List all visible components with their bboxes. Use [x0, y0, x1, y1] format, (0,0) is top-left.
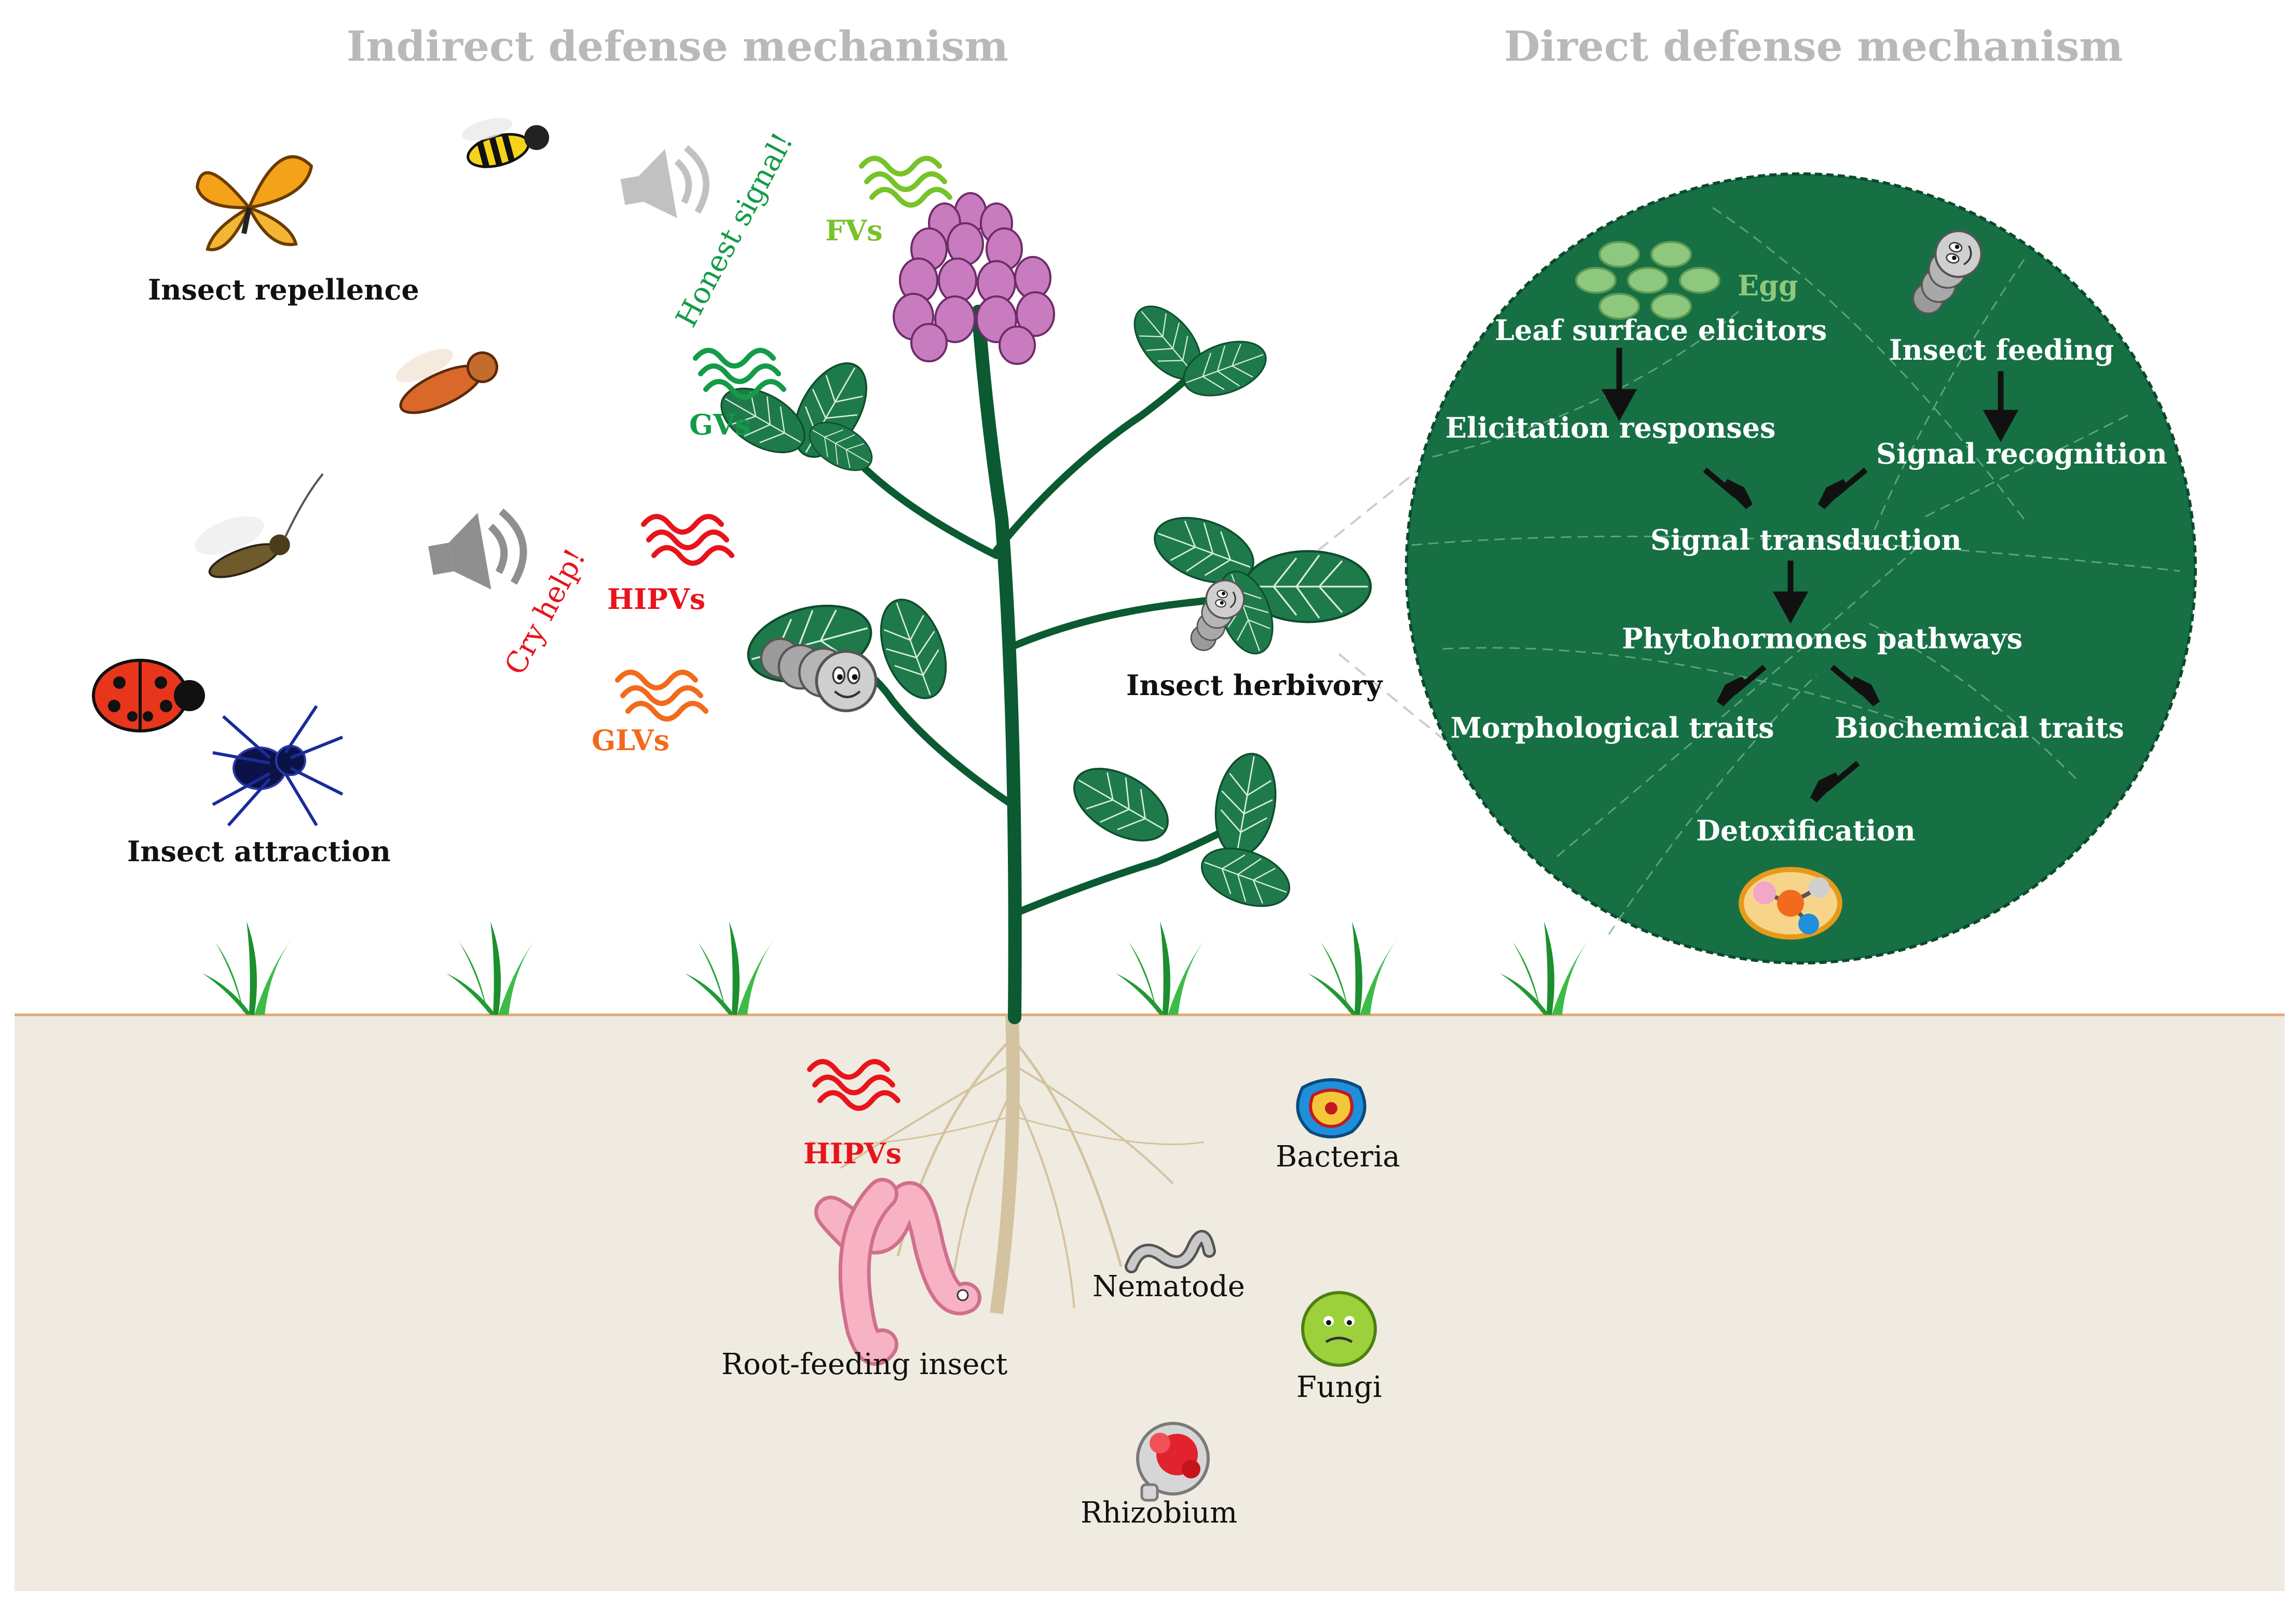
bacteria-label: Bacteria — [1276, 1140, 1400, 1174]
fvs-wave-icon — [862, 158, 950, 205]
grass-tuft — [1308, 921, 1399, 1015]
root-feeding-insect-label: Root-feeding insect — [721, 1348, 1008, 1381]
fungi-icon — [1301, 1291, 1377, 1367]
signal-recognition-label: Signal recognition — [1876, 437, 2167, 470]
nematode-label: Nematode — [1092, 1270, 1245, 1303]
glvs-wave-icon — [618, 672, 706, 719]
hipvs-wave-icon — [644, 517, 732, 563]
phytohormones-pathways-label: Phytohormones pathways — [1622, 622, 2023, 655]
hipvs-label: HIPVs — [607, 582, 706, 616]
hipvs-soil-label: HIPVs — [803, 1137, 902, 1170]
leaf-surface-elicitors-label: Leaf surface elicitors — [1495, 314, 1827, 347]
circle-arrows — [1601, 348, 2019, 803]
insect-attraction-label: Insect attraction — [127, 835, 391, 868]
glvs-label: GLVs — [592, 724, 669, 757]
signal-transduction-label: Signal transduction — [1650, 523, 1962, 556]
grass-tuft — [202, 921, 293, 1015]
circle-leaf-veins — [1411, 207, 2180, 935]
grass-tuft — [1116, 921, 1207, 1015]
elicitation-responses-label: Elicitation responses — [1445, 411, 1776, 444]
root-feeding-insect-icon — [814, 1178, 981, 1366]
bacteria-icon — [1296, 1078, 1366, 1138]
grass-tuft — [446, 921, 537, 1015]
insect-repellence-label: Insect repellence — [148, 273, 419, 306]
egg-cluster-icon — [1575, 241, 1720, 320]
grass-tuft — [1500, 921, 1591, 1015]
bee-icon — [395, 349, 498, 414]
indirect-defense-title: Indirect defense mechanism — [347, 22, 1009, 71]
insect-herbivory-label: Insect herbivory — [1126, 669, 1383, 702]
parasitoid-wasp-icon — [195, 473, 324, 578]
fungi-label: Fungi — [1296, 1370, 1382, 1404]
speaker-icon — [617, 143, 712, 226]
nematode-icon — [1125, 1230, 1216, 1273]
ladybug-icon — [92, 659, 205, 732]
speaker-icon — [424, 506, 529, 599]
biochemical-traits-label: Biochemical traits — [1835, 711, 2124, 744]
molecule-icon — [1739, 867, 1842, 940]
plant-leaves — [709, 293, 1371, 918]
morphological-traits-label: Morphological traits — [1451, 711, 1774, 744]
egg-label: Egg — [1738, 269, 1798, 302]
fvs-label: FVs — [825, 214, 883, 247]
spider-icon — [212, 705, 344, 826]
butterfly-icon — [195, 155, 313, 251]
insect-feeding-label: Insect feeding — [1889, 333, 2114, 366]
grass-tuft — [685, 921, 776, 1015]
plant-roots — [809, 1014, 1205, 1314]
clover-flower — [893, 192, 1055, 365]
detoxification-label: Detoxification — [1696, 814, 1916, 847]
wasp-icon — [462, 118, 550, 169]
rhizobium-label: Rhizobium — [1081, 1496, 1238, 1530]
direct-defense-title: Direct defense mechanism — [1504, 22, 2123, 71]
gvs-label: GVs — [689, 408, 751, 441]
rhizobium-icon — [1136, 1422, 1210, 1502]
